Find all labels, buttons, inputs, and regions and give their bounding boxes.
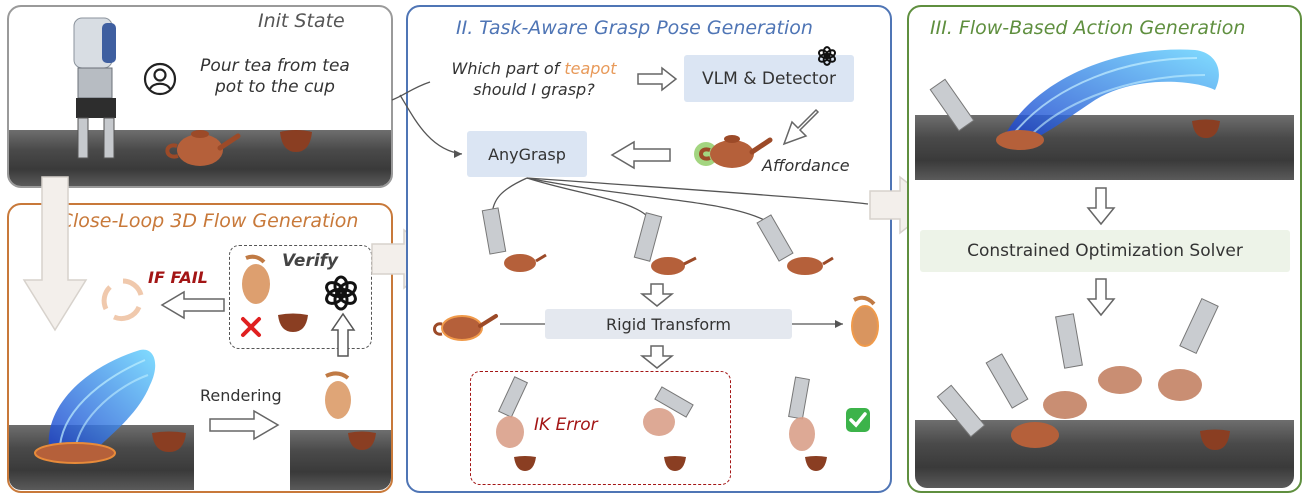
ik-failed-pose-2-image [643, 386, 694, 436]
cup-image [1192, 119, 1220, 138]
affordance-teapot-image [433, 314, 498, 341]
panel1-title: I. Close-Loop 3D Flow Generation [42, 210, 359, 232]
question-highlight: teapot [564, 59, 617, 78]
grasp-candidate-1-image [481, 207, 547, 272]
gpt-logo-icon [818, 46, 836, 66]
ik-error-label: IK Error [534, 415, 598, 435]
robot-arm-image [73, 17, 116, 159]
affordance-teapot-image [694, 135, 773, 168]
cup-image [664, 456, 686, 471]
grasp-question: Which part of teapot should I grasp? [424, 58, 644, 100]
panel2-title: II. Task-Aware Grasp Pose Generation [456, 17, 813, 39]
ik-failed-pose-1-image [496, 376, 529, 448]
left-arrow-icon [610, 140, 671, 170]
rendering-label: Rendering [200, 386, 282, 405]
vlm-detector-box: VLM & Detector [684, 55, 854, 102]
teapot-image [165, 130, 241, 166]
question-prefix: Which part of [451, 59, 565, 78]
panel3-title: III. Flow-Based Action Generation [930, 17, 1246, 39]
init-state-title: Init State [258, 10, 345, 32]
optimization-solver-box: Constrained Optimization Solver [920, 230, 1290, 272]
cup-image [152, 431, 186, 452]
task-instruction: Pour tea from tea pot to the cup [200, 56, 350, 97]
rigid-transform-box: Rigid Transform [545, 309, 792, 339]
down-arrow-icon [639, 283, 675, 307]
action-scene-ground [915, 420, 1294, 488]
tilted-teapot-image [242, 254, 270, 304]
down-arrow-icon [22, 176, 88, 332]
question-suffix: should I grasp? [473, 80, 595, 99]
action-sequence-image [936, 297, 1219, 448]
valid-pose-image [788, 376, 815, 451]
cup-image [280, 130, 312, 152]
flow-scene-ground [915, 115, 1294, 180]
affordance-label: Affordance [762, 156, 850, 175]
down-arrow-icon [639, 345, 675, 369]
ik-error-box [470, 371, 731, 485]
down-arrow-icon [1086, 278, 1116, 317]
cup-image [278, 313, 308, 332]
cup-image [1200, 429, 1230, 450]
right-arrow-icon [637, 66, 678, 92]
user-icon [143, 62, 177, 96]
fail-cross-icon [241, 317, 261, 337]
if-fail-label: IF FAIL [148, 268, 208, 287]
verify-box [229, 245, 372, 349]
retry-cycle-icon [101, 278, 144, 322]
right-arrow-icon [209, 409, 280, 441]
down-left-arrow-icon [782, 108, 820, 146]
cup-image [348, 431, 376, 450]
grasp-candidate-2-image [633, 212, 697, 275]
left-arrow-icon [160, 290, 225, 320]
cup-image [805, 456, 827, 471]
check-mark-icon [846, 408, 870, 432]
up-arrow-icon [330, 312, 356, 357]
down-arrow-icon [1086, 187, 1116, 226]
flow-trajectory-image [34, 349, 156, 464]
rendered-teapot-image [325, 371, 351, 419]
anygrasp-box: AnyGrasp [467, 131, 587, 177]
grasp-candidate-3-image [756, 214, 834, 275]
gpt-logo-icon [325, 275, 357, 311]
tilted-teapot-image [851, 295, 879, 347]
flow-trajectory-image [929, 49, 1219, 150]
cup-image [514, 456, 536, 471]
verify-label: Verify [282, 251, 339, 271]
